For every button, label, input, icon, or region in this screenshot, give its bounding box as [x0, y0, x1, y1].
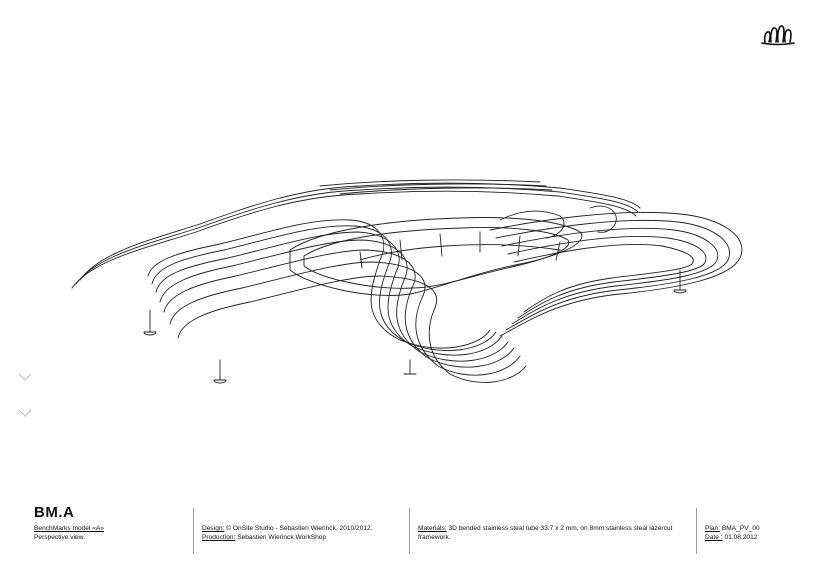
production-label: Production: — [202, 534, 236, 541]
materials-value-line2: framework. — [418, 534, 451, 541]
divider — [193, 508, 194, 554]
title-block: BM.A BenchMarks model «A» Perspective vi… — [0, 498, 818, 579]
design-label: Design: — [202, 525, 225, 532]
materials-info: Materials: 3D bended stainless steal tub… — [418, 524, 672, 542]
materials-value-line1: 3D bended stainless steal tube 33.7 x 2 … — [448, 525, 673, 532]
model-info: BenchMarks model «A» Perspective view. — [34, 524, 104, 542]
production-value: Sebastien Wierinck WorkShop — [237, 534, 327, 541]
divider — [409, 508, 410, 554]
divider — [696, 508, 697, 554]
fold-mark-icon — [18, 409, 32, 417]
plan-label: Plan: — [705, 525, 721, 532]
plan-value: BMA_PV_00 — [721, 525, 760, 532]
bench-perspective-drawing — [71, 179, 743, 384]
date-value: 01.08.2012 — [724, 534, 758, 541]
materials-label: Materials: — [418, 525, 447, 532]
design-value: © OnSite Studio - Sebastien Wierinck, 20… — [226, 525, 373, 532]
model-code: BM.A — [34, 504, 75, 521]
hand-logo-icon — [761, 25, 795, 46]
view-type: Perspective view. — [34, 534, 85, 541]
design-info: Design: © OnSite Studio - Sebastien Wier… — [202, 524, 373, 542]
date-label: Date : — [705, 534, 723, 541]
plan-info: Plan: BMA_PV_00 Date : 01.08.2012 — [705, 524, 760, 542]
fold-mark-icon — [18, 373, 32, 381]
model-name: BenchMarks model «A» — [34, 525, 105, 532]
